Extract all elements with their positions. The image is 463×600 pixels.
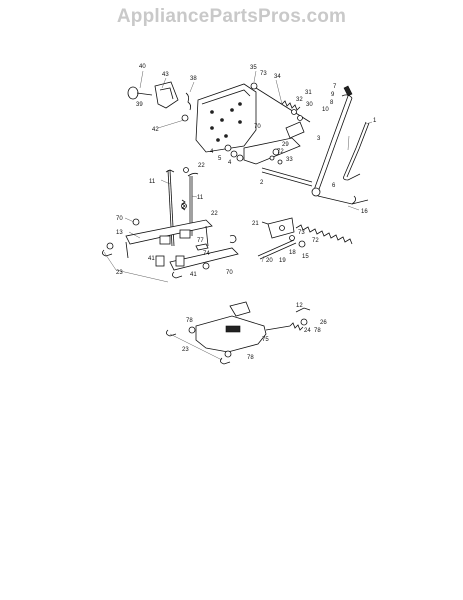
deck-hanger-bracket	[166, 301, 311, 365]
callout-41: 41	[148, 256, 155, 262]
leader-lines	[103, 70, 373, 361]
callouts: 40 43 38 39 42 35 73 34 31 32 30 7 9 8 1…	[116, 64, 377, 361]
callout-26: 26	[320, 320, 327, 326]
callout-4: 4	[228, 160, 232, 166]
callout-33: 33	[286, 157, 293, 163]
callout-12: 12	[296, 303, 303, 309]
callout-78: 78	[314, 328, 321, 334]
long-spring-rod	[295, 195, 369, 245]
callout-34: 34	[274, 74, 281, 80]
callout-40: 40	[139, 64, 146, 70]
side-plate-bracket	[195, 83, 257, 153]
callout-1: 1	[373, 118, 377, 124]
callout-5: 5	[218, 156, 222, 162]
callout-70: 70	[116, 216, 123, 222]
callout-73: 73	[260, 71, 267, 77]
callout-3: 3	[317, 136, 321, 142]
callout-24: 24	[304, 328, 311, 334]
callout-30: 30	[306, 102, 313, 108]
callout-38: 38	[190, 76, 197, 82]
pivot-assembly	[257, 217, 306, 260]
callout-23: 23	[182, 347, 189, 353]
callout-8: 8	[330, 100, 334, 106]
callout-72: 72	[312, 238, 319, 244]
callout-75: 75	[262, 337, 269, 343]
callout-16: 16	[361, 209, 368, 215]
callout-29: 29	[282, 142, 289, 148]
callout-42: 42	[152, 127, 159, 133]
lower-lift-arms	[102, 218, 239, 279]
callout-72: 72	[277, 149, 284, 155]
callout-70: 70	[226, 270, 233, 276]
knob-handle-group	[127, 81, 192, 122]
callout-11: 11	[197, 195, 204, 201]
callout-15: 15	[302, 254, 309, 260]
callout-74: 74	[203, 251, 210, 257]
callout-7: 7	[333, 84, 337, 90]
handle-rod	[343, 121, 370, 181]
callout-13: 13	[116, 230, 123, 236]
callout-4: 4	[210, 149, 214, 155]
callout-31: 31	[305, 90, 312, 96]
callout-41: 41	[190, 272, 197, 278]
callout-70: 70	[254, 124, 261, 130]
callout-20: 20	[266, 258, 273, 264]
lift-lever	[311, 85, 353, 197]
callout-19: 19	[279, 258, 286, 264]
callout-23: 23	[116, 270, 123, 276]
callout-35: 35	[250, 65, 257, 71]
callout-39: 39	[136, 102, 143, 108]
callout-9: 9	[331, 92, 335, 98]
callout-78: 78	[247, 355, 254, 361]
callout-11: 11	[149, 179, 156, 185]
callout-2: 2	[260, 180, 264, 186]
callout-21: 21	[252, 221, 259, 227]
watermark: AppliancePartsPros.com	[116, 6, 347, 27]
callout-18: 18	[289, 250, 296, 256]
callout-78: 78	[186, 318, 193, 324]
callout-43: 43	[162, 72, 169, 78]
callout-6: 6	[332, 183, 336, 189]
callout-32: 32	[296, 97, 303, 103]
callout-77: 77	[197, 238, 204, 244]
adjust-rod	[250, 82, 311, 123]
callout-10: 10	[322, 107, 329, 113]
callout-22: 22	[198, 163, 205, 169]
callout-22: 22	[211, 211, 218, 217]
cross-shaft	[224, 121, 313, 187]
callout-73: 73	[298, 230, 305, 236]
